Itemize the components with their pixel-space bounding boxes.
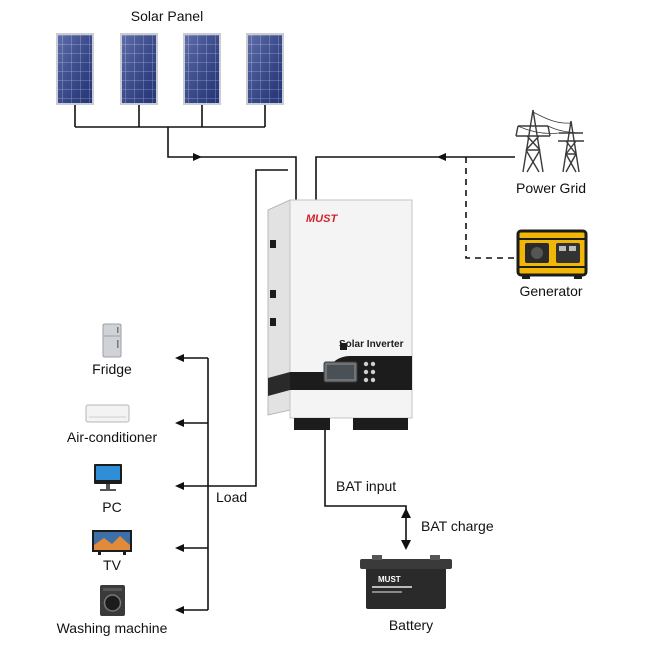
bat-input-label: BAT input (336, 478, 397, 494)
pc-arrow (175, 482, 184, 490)
air-conditioner-icon (85, 404, 130, 423)
solar-panel-array (56, 33, 284, 105)
bat-charge-arrow-down (401, 540, 411, 550)
washing-machine-arrow (175, 606, 184, 614)
air-conditioner-label: Air-conditioner (66, 429, 158, 445)
fridge-label: Fridge (92, 361, 132, 377)
bat-charge-arrow-up (401, 508, 411, 518)
generator-wiring (465, 157, 517, 259)
tv-icon (92, 530, 132, 555)
battery-label: Battery (388, 617, 434, 633)
tv-arrow (175, 544, 184, 552)
load-label: Load (216, 489, 248, 505)
bat-charge-label: BAT charge (421, 518, 494, 534)
pc-icon (94, 464, 122, 491)
battery-wiring (324, 430, 407, 540)
generator-illustration (516, 229, 588, 279)
battery-brand-logo: MUST (378, 575, 401, 584)
washing-machine-label: Washing machine (56, 620, 168, 636)
power-grid-label: Power Grid (515, 180, 587, 196)
solar-panel-3 (183, 33, 221, 105)
solar-panel-1 (56, 33, 94, 105)
solar-panel-4 (246, 33, 284, 105)
tv-label: TV (103, 557, 121, 573)
washing-machine-icon (100, 585, 125, 616)
inverter-model-label: Solar Inverter (339, 339, 404, 350)
solar-bus-wiring (74, 105, 297, 200)
inverter-unit (267, 199, 413, 430)
solar-panel-label: Solar Panel (130, 8, 204, 24)
solar-flow-arrow (193, 153, 202, 161)
inverter-brand-logo: MUST (306, 213, 338, 225)
air-conditioner-arrow (175, 419, 184, 427)
fridge-icon (102, 323, 122, 358)
grid-flow-arrow (437, 153, 446, 161)
battery-illustration (360, 555, 452, 609)
generator-label: Generator (519, 283, 583, 299)
fridge-arrow (175, 354, 184, 362)
pc-label: PC (102, 499, 122, 515)
load-wiring (182, 169, 288, 611)
grid-wiring (315, 156, 515, 200)
solar-panel-2 (120, 33, 158, 105)
load-arrows (175, 354, 184, 614)
power-grid-towers (515, 109, 584, 173)
